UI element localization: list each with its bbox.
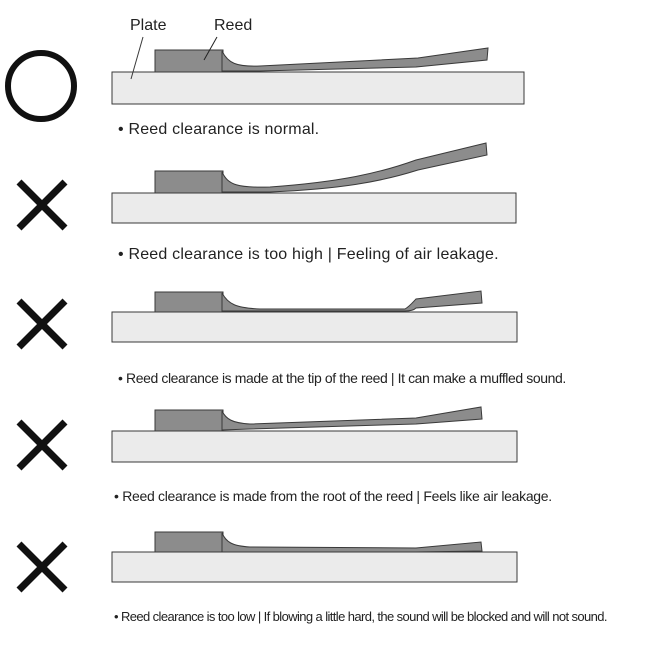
caption-tip: • Reed clearance is made at the tip of t…: [118, 370, 566, 386]
cross-mark-icon: [16, 419, 68, 471]
plate-4: [111, 430, 518, 463]
plate-1: [111, 71, 525, 105]
panel-2: [16, 142, 517, 231]
panel-5: [16, 531, 518, 593]
reed-root-2: [154, 170, 224, 194]
reed-blade-4: [221, 406, 483, 431]
cross-mark-icon: [16, 541, 68, 593]
reed-blade-1: [221, 47, 489, 72]
reed-blade-3: [221, 290, 483, 312]
reed-leader-line: [203, 36, 218, 61]
cross-mark-icon: [16, 179, 68, 231]
reed-root-1: [154, 49, 224, 73]
caption-root: • Reed clearance is made from the root o…: [114, 488, 552, 504]
reed-label: Reed: [214, 17, 253, 34]
reed-blade-5: [221, 532, 483, 553]
circle-mark-icon: [5, 50, 77, 122]
panel-4: [16, 406, 518, 471]
panel-3: [16, 290, 518, 350]
plate-label: Plate: [130, 17, 167, 34]
caption-too-high: • Reed clearance is too high | Feeling o…: [118, 246, 499, 263]
reed-root-3: [154, 291, 224, 313]
plate-5: [111, 551, 518, 583]
cross-mark-icon: [16, 298, 68, 350]
reed-root-4: [154, 409, 224, 432]
plate-3: [111, 311, 518, 343]
panel-1: [5, 36, 525, 122]
caption-too-low: • Reed clearance is too low | If blowing…: [114, 609, 608, 624]
plate-leader-line: [130, 36, 144, 80]
plate-2: [111, 192, 517, 224]
reed-root-5: [154, 531, 224, 553]
caption-normal: • Reed clearance is normal.: [118, 121, 320, 138]
reed-blade-2: [221, 142, 488, 193]
